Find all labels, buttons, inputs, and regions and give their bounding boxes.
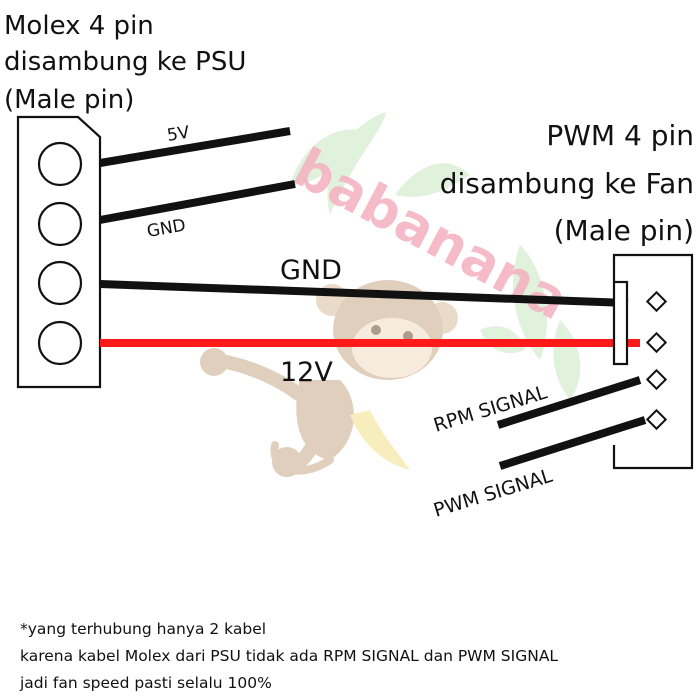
fan-title-line-3: (Male pin)	[554, 214, 694, 247]
banana-shape	[350, 410, 410, 470]
fan-connector-latch	[612, 280, 629, 366]
wire-rpm-signal	[496, 376, 642, 429]
leaf-shape	[290, 129, 360, 185]
fan-pins	[645, 290, 668, 431]
monkey-tail	[270, 441, 334, 475]
label-gnd-fan: GND	[280, 255, 342, 286]
fan-title-line-1: PWM 4 pin	[546, 119, 694, 152]
wire-gnd-fan	[99, 280, 629, 307]
footnote-line-1: *yang terhubung hanya 2 kabel	[20, 620, 267, 638]
fan-title-line-2: disambung ke Fan	[440, 167, 694, 200]
wire-pwm-signal	[498, 416, 647, 470]
footnote-line-2: karena kabel Molex dari PSU tidak ada RP…	[20, 647, 559, 665]
monkey-body	[296, 380, 354, 460]
watermark-artwork	[200, 112, 581, 477]
molex-title-line-1: Molex 4 pin	[4, 11, 154, 41]
molex-connector-housing	[16, 115, 102, 389]
wire-gnd-molex	[99, 180, 296, 224]
fan-connector-housing	[612, 253, 694, 470]
molex-title-line-2: disambung ke PSU	[4, 47, 246, 77]
molex-pin-3	[37, 260, 83, 306]
molex-pin-2	[37, 201, 83, 247]
molex-pin-1	[37, 141, 83, 187]
label-5v: 5V	[166, 123, 192, 146]
monkey-eye	[403, 331, 413, 341]
label-rpm-signal: RPM SIGNAL	[431, 381, 550, 436]
label-gnd-molex: GND	[145, 215, 187, 241]
molex-pins	[37, 141, 83, 366]
leaf-shape	[553, 320, 581, 400]
monkey-hand	[200, 348, 228, 376]
fan-pin-rpm	[645, 368, 668, 391]
fan-pin-pwm	[645, 408, 668, 431]
molex-pin-4	[37, 320, 83, 366]
leaf-shape	[327, 112, 386, 215]
label-pwm-signal: PWM SIGNAL	[431, 465, 555, 522]
leaf-shape	[395, 163, 470, 197]
footnote-line-3: jadi fan speed pasti selalu 100%	[20, 674, 272, 692]
wire-5v	[99, 127, 291, 167]
monkey-eye	[371, 325, 381, 335]
fan-pin-gnd	[645, 290, 668, 313]
monkey-face	[352, 318, 432, 378]
molex-title-line-3: (Male pin)	[4, 85, 134, 115]
fan-pin-12v	[645, 331, 668, 354]
label-12v: 12V	[280, 357, 333, 388]
